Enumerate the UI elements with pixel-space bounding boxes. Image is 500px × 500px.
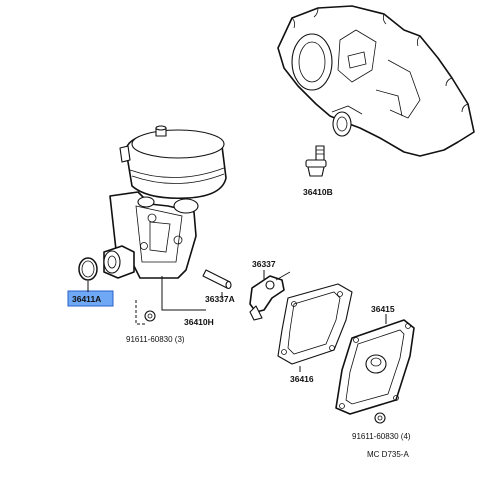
label-36337[interactable]: 36337 — [252, 259, 276, 269]
bolt-left[interactable] — [144, 310, 156, 322]
lever-36337[interactable] — [249, 271, 291, 321]
cover-36415[interactable] — [335, 319, 415, 415]
highlight-36411a — [67, 290, 114, 307]
sensor-36410b[interactable] — [305, 145, 327, 177]
leader-36410h — [161, 276, 206, 311]
label-36415[interactable]: 36415 — [371, 304, 395, 314]
actuator-assembly[interactable] — [103, 125, 227, 279]
label-36410b[interactable]: 36410B — [303, 187, 333, 197]
leader-bolt-left-dash — [135, 300, 145, 325]
label-36411a[interactable]: 36411A — [72, 294, 101, 304]
label-36337a[interactable]: 36337A — [205, 294, 235, 304]
label-36410h[interactable]: 36410H — [184, 317, 214, 327]
label-91611-left[interactable]: 91611-60830 (3) — [126, 335, 185, 344]
label-36416[interactable]: 36416 — [290, 374, 314, 384]
label-91611-right[interactable]: 91611-60830 (4) — [352, 432, 411, 441]
pin-36337a[interactable] — [202, 269, 232, 290]
bolt-right[interactable] — [374, 412, 386, 424]
o-ring-36411a[interactable] — [78, 257, 98, 281]
diagram-code: MC D735-A — [367, 450, 409, 459]
transfer-case-housing — [277, 5, 475, 157]
gasket-36416[interactable] — [277, 283, 353, 365]
